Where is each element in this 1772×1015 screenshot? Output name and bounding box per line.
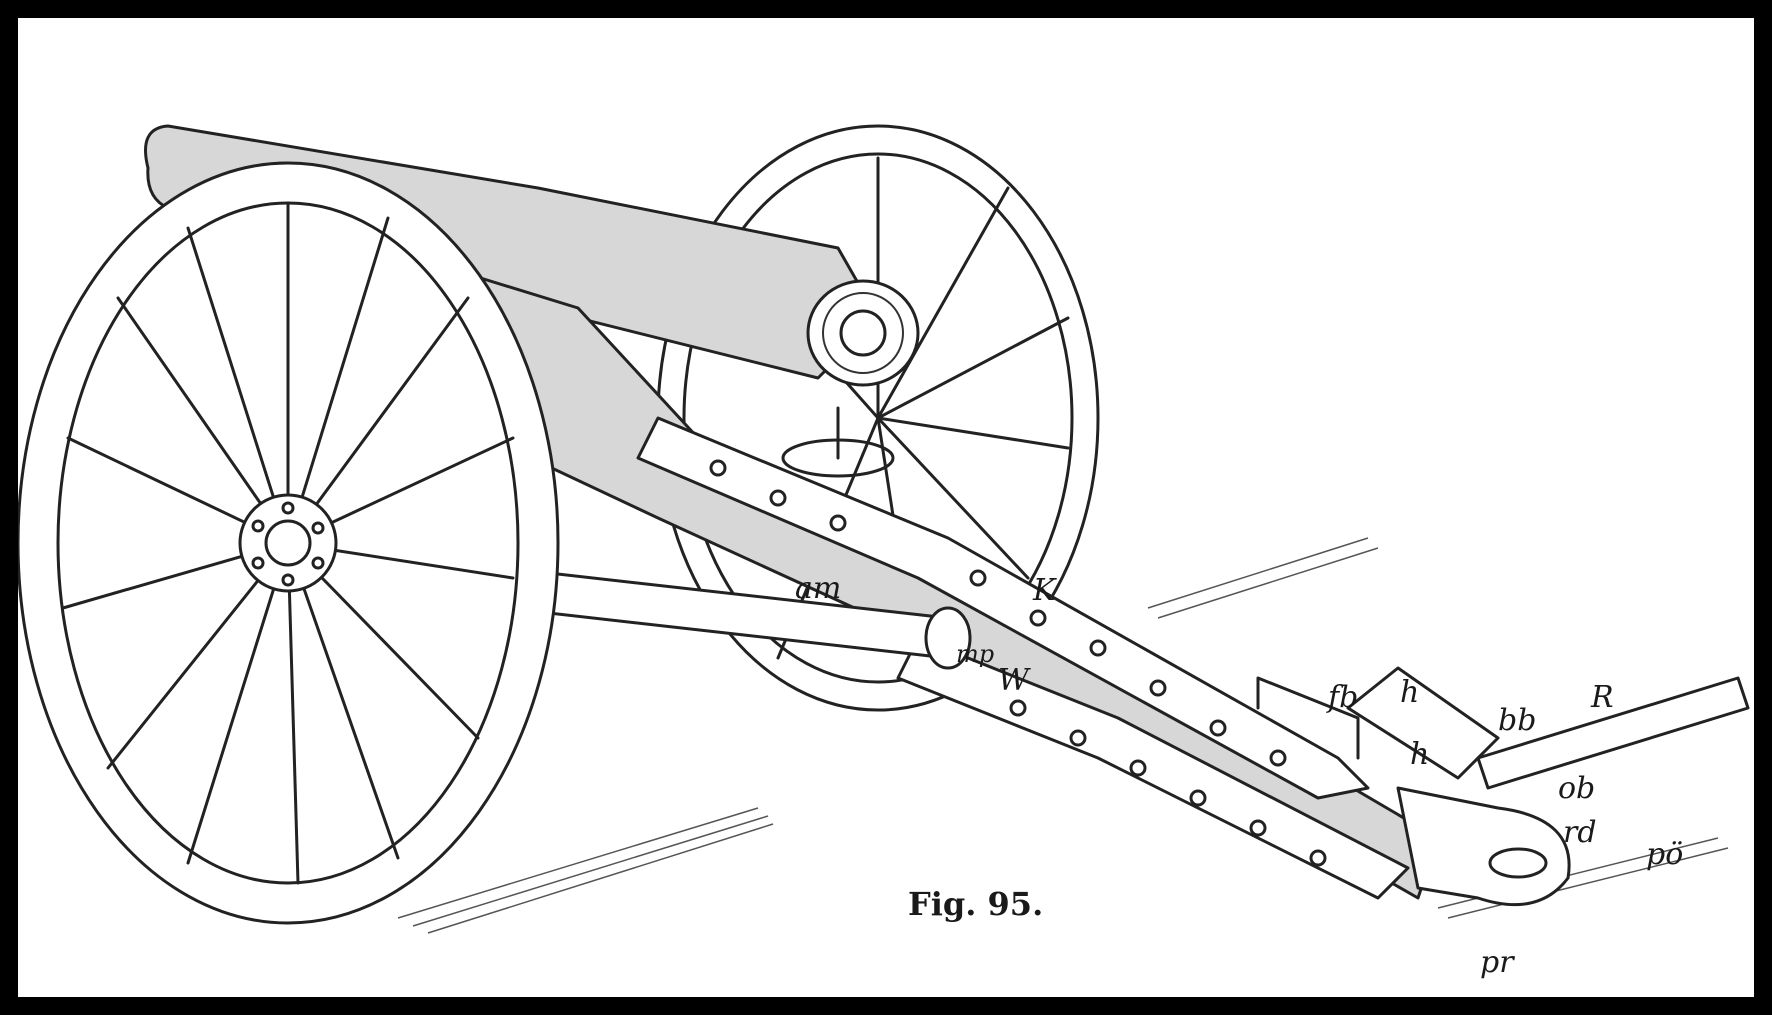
label-am: am xyxy=(795,571,842,606)
label-pr: pr xyxy=(1480,945,1514,980)
label-R: R xyxy=(1591,680,1614,715)
label-h: h xyxy=(1400,675,1420,710)
label-bb: bb xyxy=(1498,703,1537,738)
field-gun-carriage-drawing xyxy=(18,124,1750,934)
near-wheel xyxy=(18,161,560,925)
carriage-trail xyxy=(446,266,1440,900)
label-fb: fb xyxy=(1328,680,1359,715)
label-h-lower: h xyxy=(1410,737,1430,772)
trail-end xyxy=(1256,666,1750,907)
label-mp: mp xyxy=(956,640,995,668)
label-K: K xyxy=(1033,573,1056,608)
label-po: pö xyxy=(1646,837,1684,872)
label-rd: rd xyxy=(1563,815,1597,850)
label-W: W xyxy=(998,663,1029,698)
figure-caption: Fig. 95. xyxy=(908,885,1044,923)
illustration-page: am K mp W fb h h bb R ob rd pö pr Fig. 9… xyxy=(18,18,1754,997)
label-ob: ob xyxy=(1558,771,1596,806)
